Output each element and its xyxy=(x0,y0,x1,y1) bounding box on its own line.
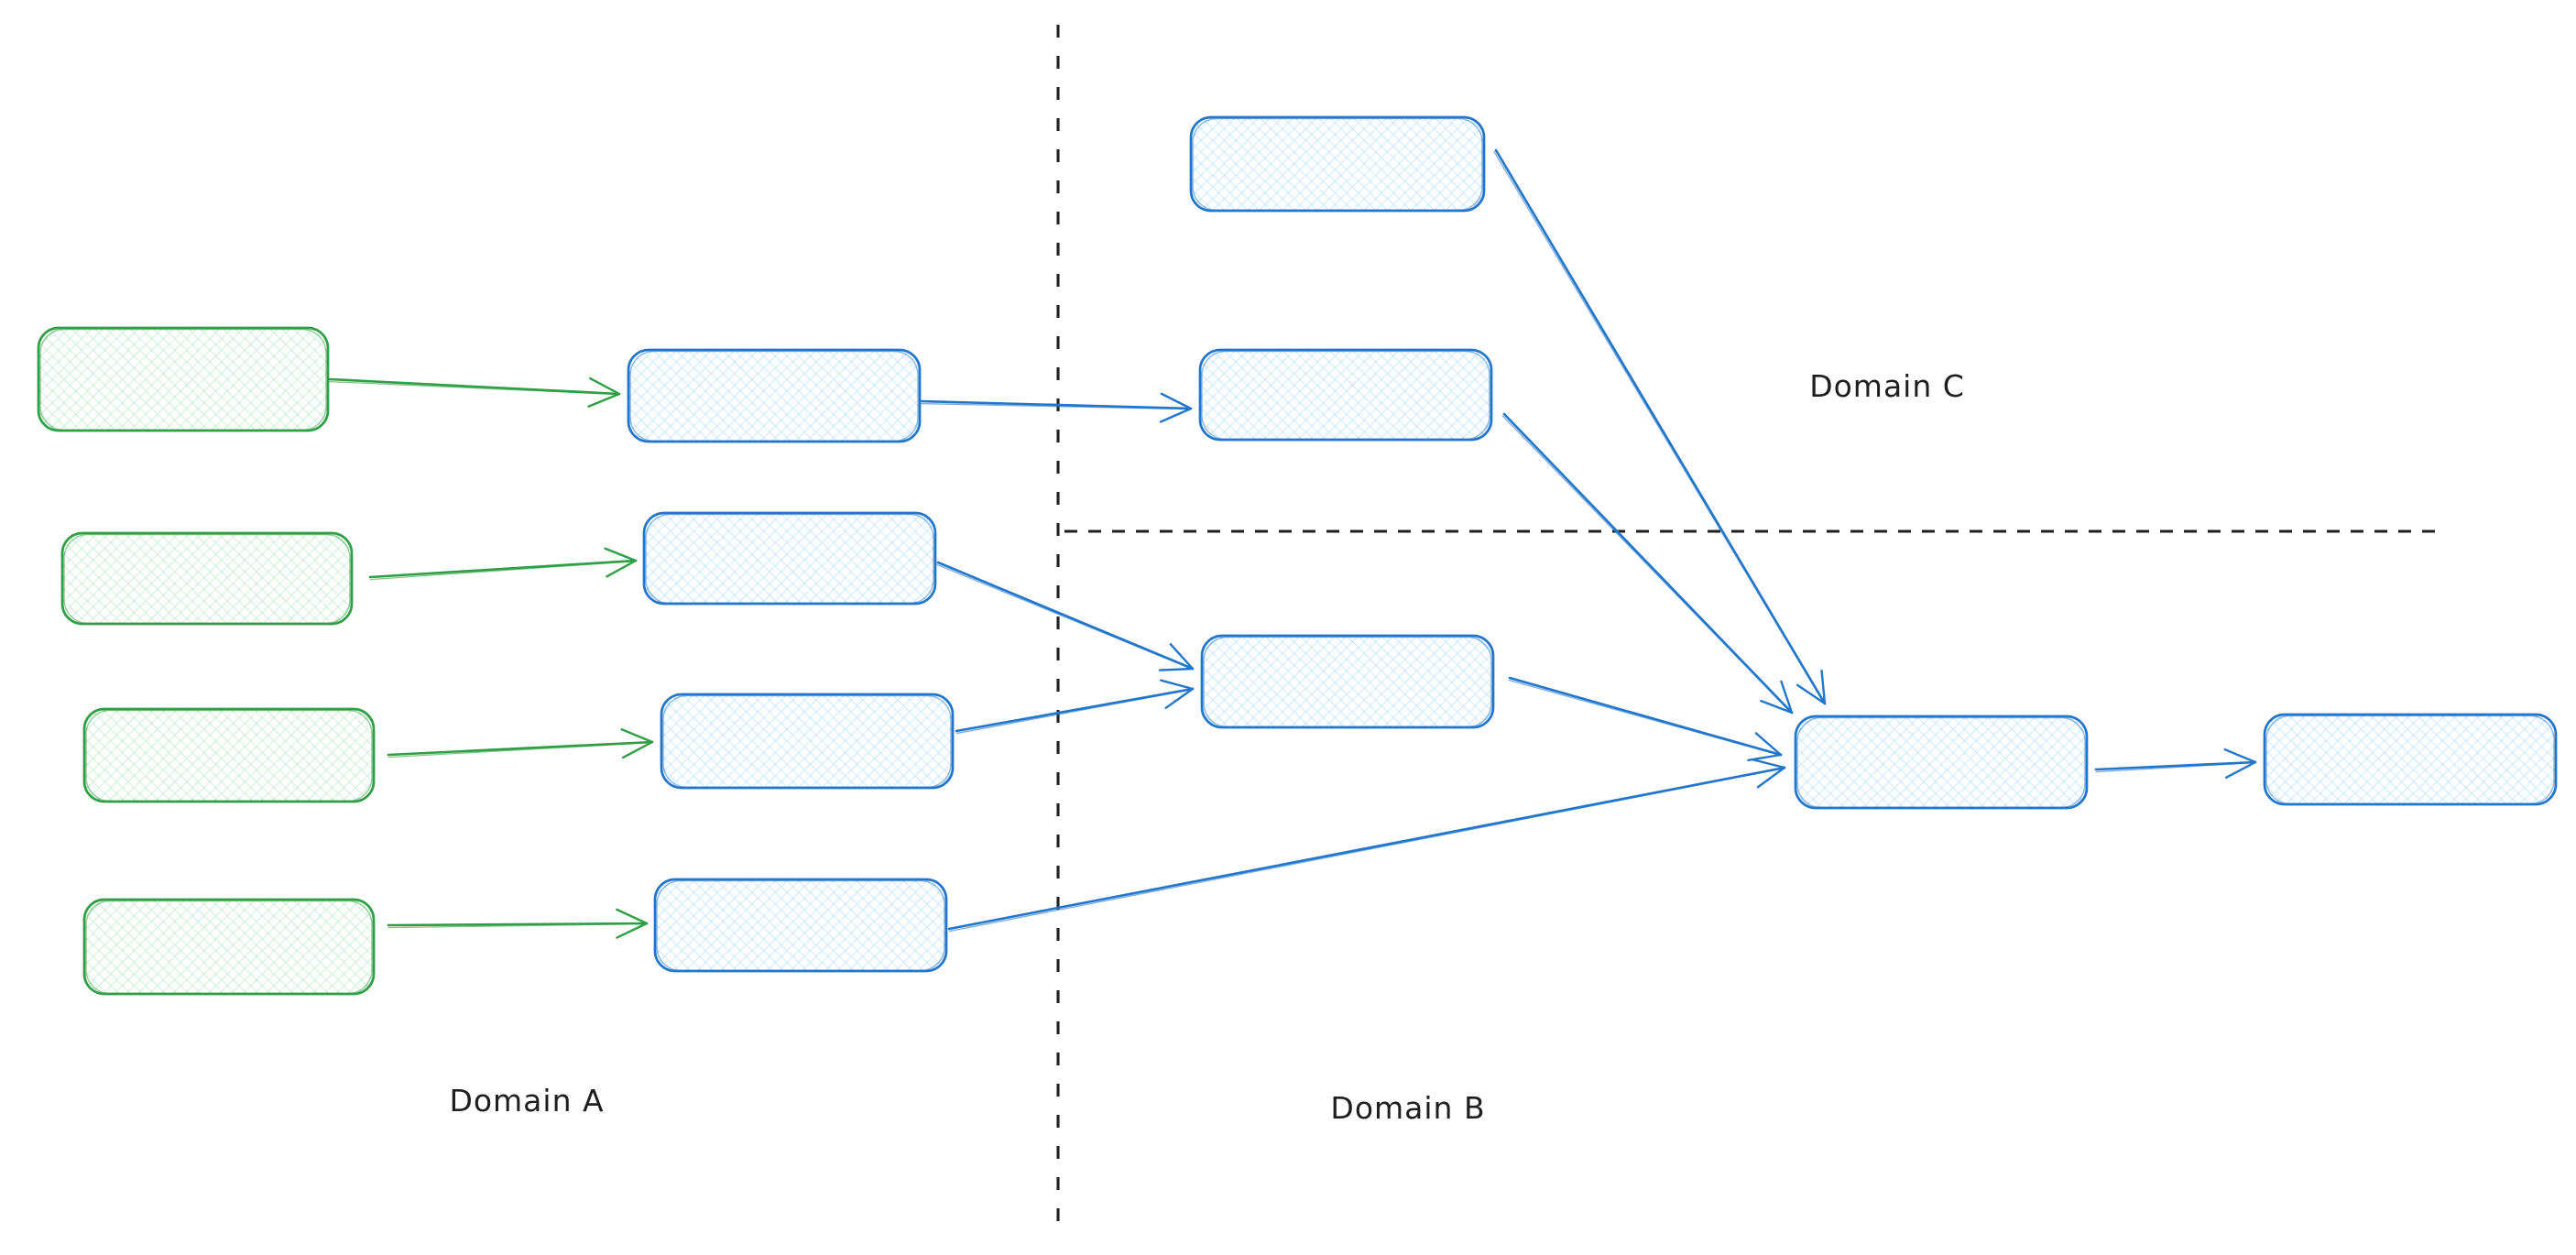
node-b-hub[interactable] xyxy=(1794,715,2089,810)
node-a-2[interactable] xyxy=(642,511,937,606)
node-a-3[interactable] xyxy=(660,693,955,790)
edge-source4-a4[interactable] xyxy=(387,908,649,939)
edge-a2-b2[interactable] xyxy=(936,561,1195,671)
node-c-top[interactable] xyxy=(1189,115,1486,213)
label-domain-b[interactable]: Domain B xyxy=(1330,1090,1485,1126)
node-source-4[interactable] xyxy=(82,898,376,996)
edge-a4-hub[interactable] xyxy=(947,758,1786,933)
edge-a3-b2[interactable] xyxy=(955,679,1195,735)
node-source-1[interactable] xyxy=(37,326,330,432)
edge-source1-a1[interactable] xyxy=(328,376,621,408)
node-a-4[interactable] xyxy=(653,878,948,973)
node-source-2[interactable] xyxy=(60,531,354,626)
edge-source3-a3[interactable] xyxy=(387,728,654,759)
label-domain-c[interactable]: Domain C xyxy=(1809,368,1965,404)
edge-hub-out[interactable] xyxy=(2094,748,2257,780)
edge-b2-hub[interactable] xyxy=(1508,676,1783,762)
edge-ctop-hub[interactable] xyxy=(1493,148,1827,705)
node-b-1[interactable] xyxy=(1198,348,1493,442)
edge-source2-a2[interactable] xyxy=(368,547,638,581)
node-b-2[interactable] xyxy=(1200,634,1495,729)
node-source-3[interactable] xyxy=(82,707,376,803)
edge-a1-b1[interactable] xyxy=(920,392,1193,423)
label-domain-a[interactable]: Domain A xyxy=(449,1083,604,1119)
node-b-out[interactable] xyxy=(2263,713,2558,806)
node-a-1[interactable] xyxy=(627,348,922,443)
edge-b1-hub[interactable] xyxy=(1501,412,1794,715)
